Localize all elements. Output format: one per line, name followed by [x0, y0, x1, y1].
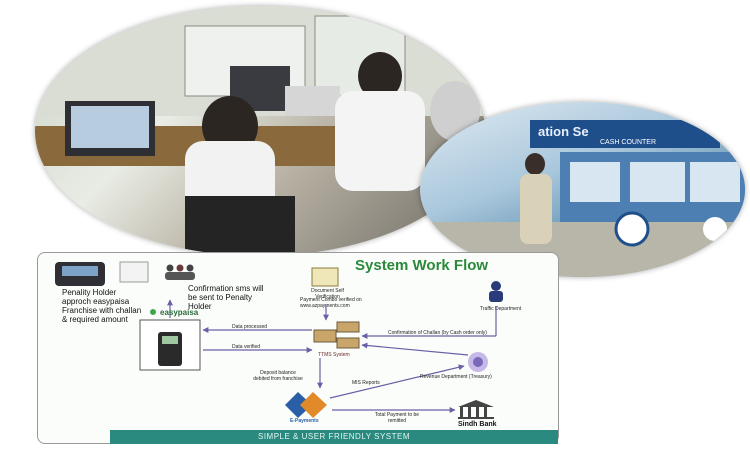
traffic-police-icon [489, 281, 503, 302]
az-epayments-logo [285, 392, 327, 418]
cash-counter-photo: ation Se CASH COUNTER [420, 102, 745, 277]
node-easypaisa: easypaisa [160, 308, 199, 317]
edge-label-data-processed: Data processed [232, 324, 268, 330]
cash-counter-illustration [420, 152, 745, 277]
edge-label-confirmation-challan: Confirmation of Challan (by Cash order o… [388, 330, 487, 336]
node-payment-verified: Payment Combo verified on www.azpayments… [300, 297, 362, 309]
edge-label-data-verified: Data verified [232, 344, 261, 350]
node-az-epayments: E-Payments [290, 418, 319, 424]
revenue-department-icon [468, 352, 488, 372]
counter-sign: ation Se CASH COUNTER [530, 120, 720, 148]
challan-doc-icon [119, 261, 149, 283]
footer-banner: SIMPLE & USER FRIENDLY SYSTEM [110, 430, 558, 444]
edge-label-total-payment: Total Payment to be remitted [374, 412, 420, 424]
edge-label-deposit-balance: Deposit balance debited from franchise [253, 370, 303, 382]
sindh-bank-icon [458, 400, 494, 419]
diagram-title: System Work Flow [355, 257, 489, 274]
edge-revenue-to-ttms [361, 342, 469, 356]
edge-az-to-revenue [329, 364, 465, 399]
node-traffic-dept: Traffic Department [480, 306, 522, 312]
doc-verification-icon [311, 267, 339, 287]
node-penalty-holder: Penality Holder approch easypaisa Franch… [62, 288, 142, 324]
ttms-server-icon [313, 321, 360, 349]
easypaisa-brand-dot [150, 309, 156, 315]
node-doc-verification: Document Self Verification [311, 288, 344, 300]
card-machine-icon [55, 262, 105, 286]
counter-sign-sub: CASH COUNTER [600, 139, 657, 146]
node-sindh-bank: Sindh Bank [458, 421, 497, 428]
edge-label-mis-reports: MIS Reports [352, 380, 380, 386]
people-icon [165, 264, 195, 280]
node-revenue-dept: Revenue Department (Treasury) [420, 374, 492, 380]
node-confirmation: Confirmation sms will be sent to Penalty… [188, 284, 264, 311]
counter-sign-title: ation Se [538, 124, 589, 139]
easypaisa-device [139, 319, 201, 371]
node-ttms: TTMS System [318, 352, 350, 358]
